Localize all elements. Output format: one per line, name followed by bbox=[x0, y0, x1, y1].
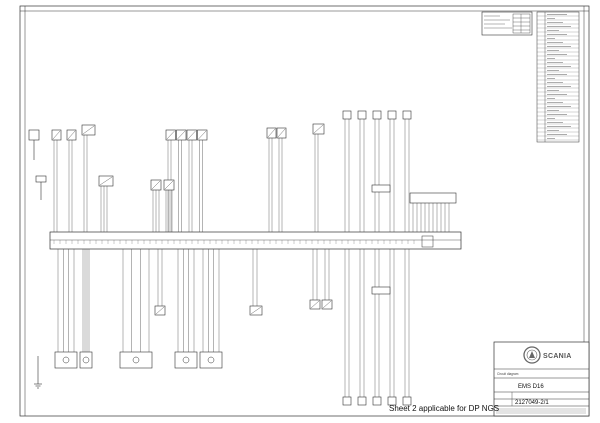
left-switch-component bbox=[28, 129, 47, 200]
brand-name: SCANIA bbox=[543, 353, 572, 360]
footer-note: Sheet 2 applicable for DP NGS bbox=[389, 404, 499, 413]
ecu-connector-bar bbox=[49, 231, 462, 250]
ground-symbol-icon bbox=[34, 356, 42, 389]
component-symbols bbox=[51, 110, 457, 406]
legend-box bbox=[481, 11, 533, 36]
diagram-type-label: Circuit diagram bbox=[497, 372, 519, 376]
component-list-table bbox=[536, 11, 580, 143]
drawing-number: 2127049-2/1 bbox=[515, 400, 549, 406]
sheet-frame bbox=[19, 5, 590, 417]
system-name: EMS D16 bbox=[518, 384, 544, 390]
copyright-note-lines bbox=[496, 408, 586, 414]
scania-logo-icon bbox=[523, 346, 541, 364]
wiring-lines bbox=[53, 119, 450, 397]
title-block: SCANIA Circuit diagram EMS D16 2127049-2… bbox=[493, 341, 590, 417]
